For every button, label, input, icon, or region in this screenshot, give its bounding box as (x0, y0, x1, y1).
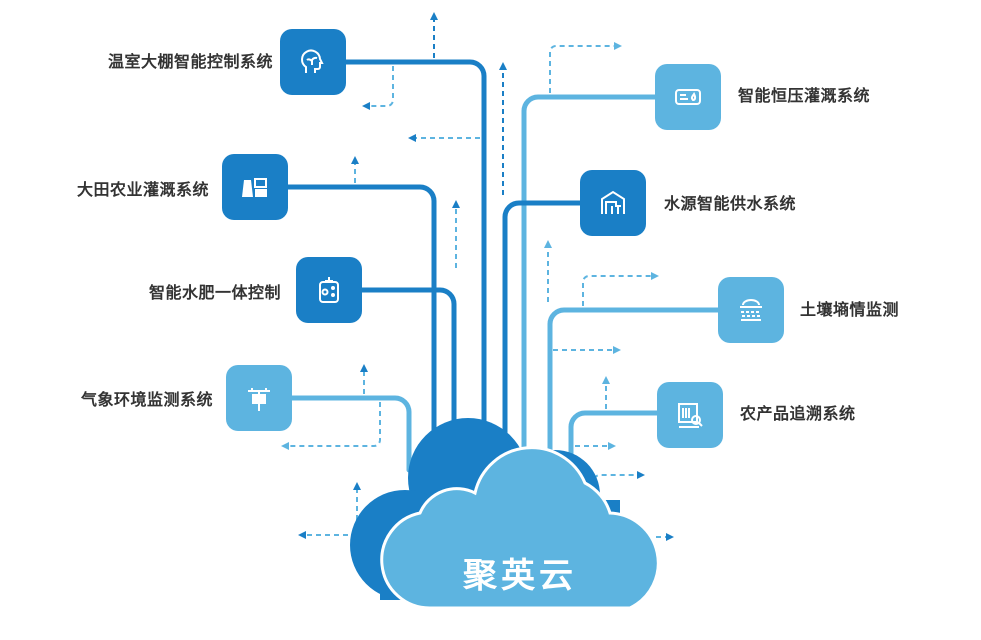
node-water-fertilizer[interactable] (296, 257, 362, 323)
label-water-supply: 水源智能供水系统 (664, 194, 797, 213)
pressure-water-icon (675, 89, 701, 105)
node-soil-moisture[interactable] (718, 277, 784, 343)
node-water-supply[interactable] (580, 170, 646, 236)
soil-sensor-icon (740, 299, 762, 321)
label-product-traceability: 农产品追溯系统 (740, 404, 856, 423)
barcode-search-icon (678, 403, 703, 428)
label-constant-pressure-irrigation: 智能恒压灌溉系统 (738, 86, 871, 105)
node-field-irrigation[interactable] (222, 154, 288, 220)
node-product-traceability[interactable] (657, 382, 723, 448)
node-greenhouse-control[interactable] (280, 29, 346, 95)
fertilizer-tank-icon (319, 277, 339, 303)
field-plots-icon (242, 178, 267, 197)
label-soil-moisture: 土壤墒情监测 (800, 300, 900, 319)
cloud-center-label: 聚英云 (463, 556, 577, 596)
node-constant-pressure-irrigation[interactable] (655, 64, 721, 130)
node-weather-monitoring[interactable] (226, 365, 292, 431)
cloud-front (380, 446, 660, 610)
label-weather-monitoring: 气象环境监测系统 (80, 390, 213, 409)
water-house-icon (601, 190, 625, 214)
label-water-fertilizer: 智能水肥一体控制 (148, 283, 281, 302)
head-plant-icon (301, 49, 324, 73)
label-greenhouse-control: 温室大棚智能控制系统 (107, 52, 273, 71)
label-field-irrigation: 大田农业灌溉系统 (76, 180, 209, 199)
weather-station-icon (248, 388, 270, 411)
